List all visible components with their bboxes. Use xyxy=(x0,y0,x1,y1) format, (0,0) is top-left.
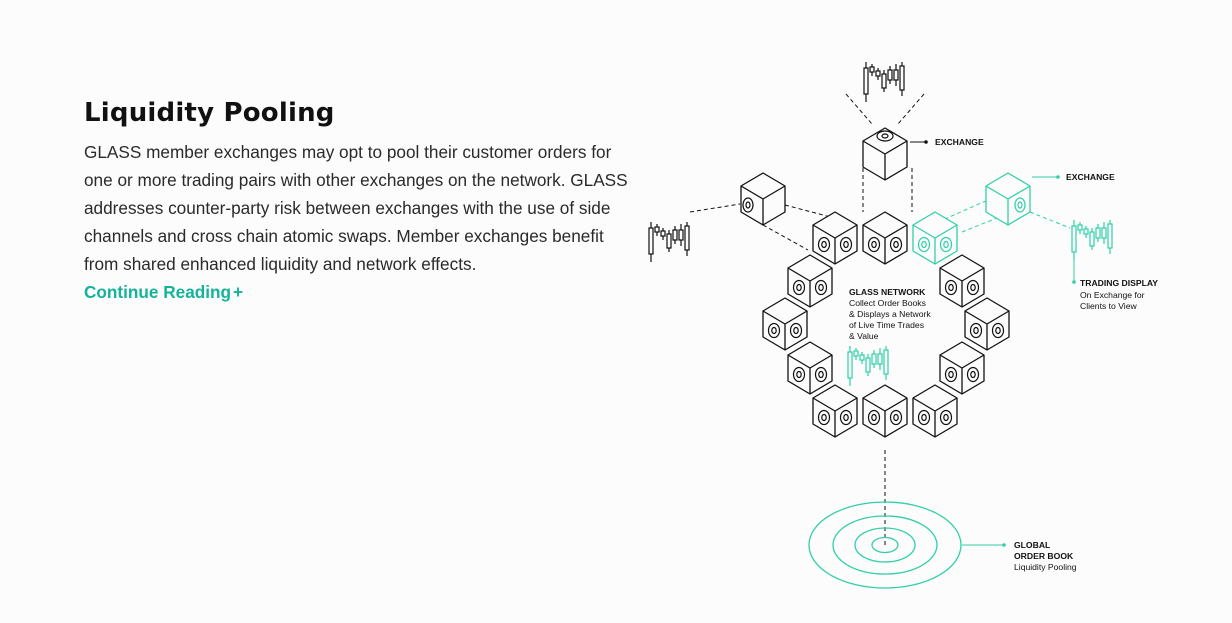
exchange-cube-left xyxy=(740,172,786,226)
global-order-book-line2: ORDER BOOK xyxy=(1014,551,1074,561)
network-line1: Collect Order Books xyxy=(849,298,926,308)
network-title: GLASS NETWORK xyxy=(849,287,926,297)
exchange-right-label: EXCHANGE xyxy=(1066,172,1115,182)
label-leaders xyxy=(910,140,1076,547)
section-title: Liquidity Pooling xyxy=(84,98,335,128)
candlestick-chart-icon xyxy=(863,61,905,103)
trading-display-line2: Clients to View xyxy=(1080,301,1137,311)
global-order-book-line3: Liquidity Pooling xyxy=(1014,562,1077,572)
continue-reading-label: Continue Reading xyxy=(84,282,232,302)
network-line3: of Live Time Trades xyxy=(849,320,924,330)
exchange-cube-top xyxy=(862,127,908,181)
section-body: GLASS member exchanges may opt to pool t… xyxy=(84,138,629,306)
candlestick-chart-icon xyxy=(1071,219,1113,261)
trading-display-line1: On Exchange for xyxy=(1080,290,1145,300)
exchange-top-label: EXCHANGE xyxy=(935,137,984,147)
candlestick-chart-icon xyxy=(648,221,690,263)
section-body-text: GLASS member exchanges may opt to pool t… xyxy=(84,142,628,274)
plus-icon: + xyxy=(233,282,244,302)
content-column: Liquidity Pooling GLASS member exchanges… xyxy=(84,98,629,306)
order-book-rings xyxy=(808,501,962,589)
global-order-book-line1: GLOBAL xyxy=(1014,540,1050,550)
exchange-cube-right xyxy=(985,172,1031,226)
network-line4: & Value xyxy=(849,331,879,341)
network-line2: & Displays a Network xyxy=(849,309,931,319)
candlestick-chart-icon xyxy=(847,345,889,387)
continue-reading-link[interactable]: Continue Reading+ xyxy=(84,282,243,302)
trading-display-title: TRADING DISPLAY xyxy=(1080,278,1158,288)
